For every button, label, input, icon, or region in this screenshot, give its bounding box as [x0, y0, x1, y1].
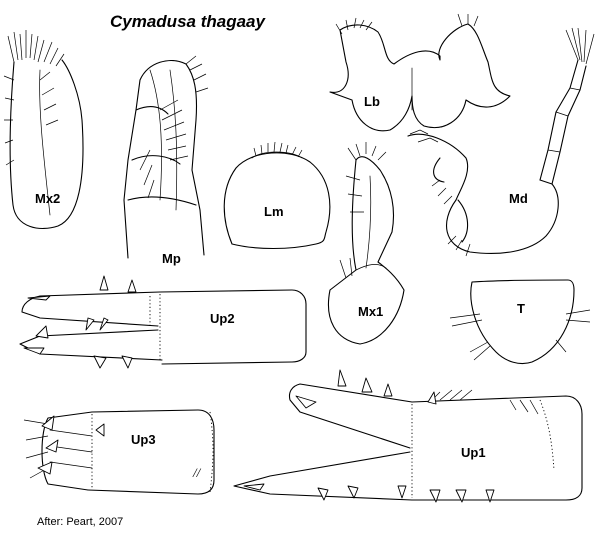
uropod-2-spines: [23, 275, 137, 369]
label-up1: Up1: [461, 445, 486, 460]
label-lm: Lm: [264, 204, 284, 219]
uropod-1-spines: [243, 369, 495, 503]
uropod-3-spines: [37, 415, 105, 475]
uropod-1-drawing: [233, 369, 583, 503]
uropod-2-drawing: [19, 275, 307, 369]
label-up3: Up3: [131, 432, 156, 447]
figure-credit: After: Peart, 2007: [37, 516, 123, 528]
label-mp: Mp: [162, 251, 181, 266]
telson-drawing: [449, 279, 591, 365]
figure-title: Cymadusa thagaay: [110, 12, 266, 31]
label-up2: Up2: [210, 311, 235, 326]
label-mx2: Mx2: [35, 191, 60, 206]
labrum-drawing: [223, 141, 331, 250]
maxilla-1-drawing: [328, 142, 405, 345]
scale-mark: //: [192, 465, 202, 480]
uropod-3-drawing: [23, 409, 215, 495]
labium-drawing: [329, 13, 511, 132]
label-t: T: [517, 301, 525, 316]
maxilliped-drawing: [123, 55, 209, 259]
label-lb: Lb: [364, 94, 380, 109]
label-md: Md: [509, 191, 528, 206]
maxilla-2-drawing: [3, 30, 84, 229]
mandible-drawing: [407, 27, 595, 257]
label-mx1: Mx1: [358, 304, 383, 319]
